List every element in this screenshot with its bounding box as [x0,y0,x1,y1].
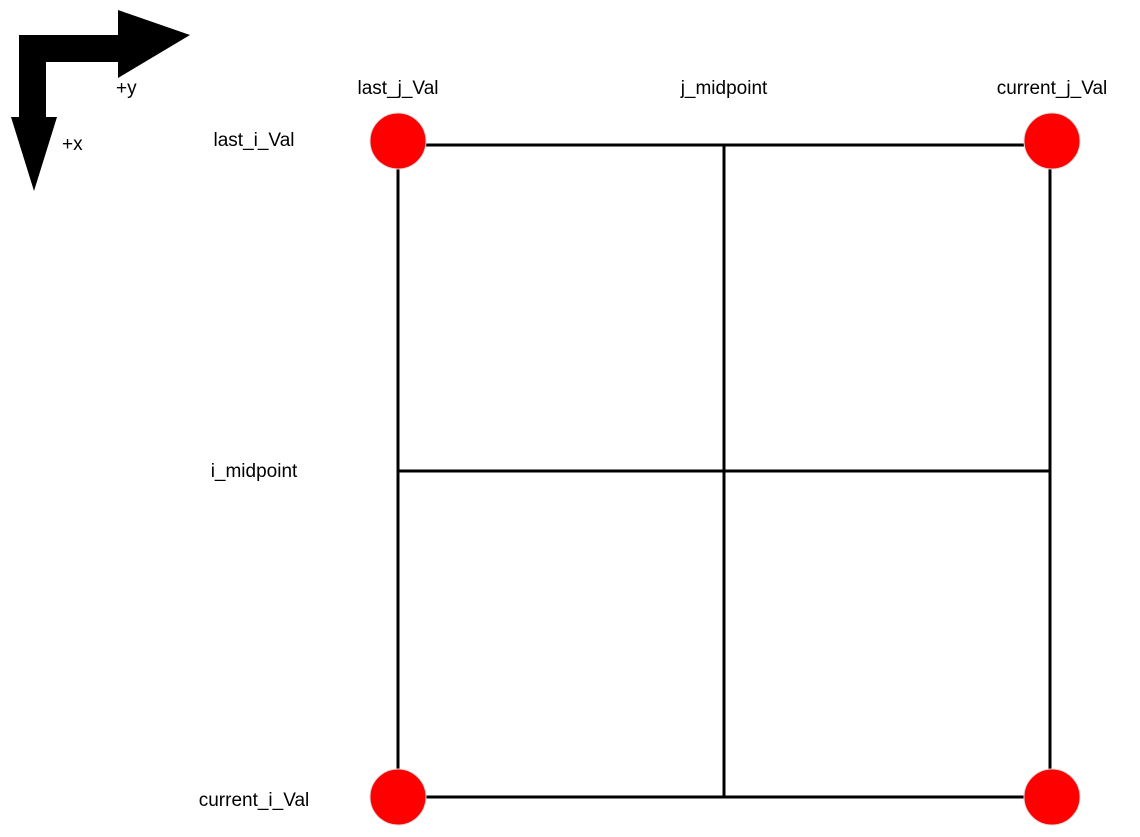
x-axis-label: +x [62,134,83,155]
row-label-current-i: current_i_Val [198,790,310,811]
corner-points [369,112,1081,826]
corner-point-top-left [369,112,427,170]
column-label-last-j: last_j_Val [357,78,439,99]
column-label-current-j: current_j_Val [996,78,1108,99]
corner-point-bottom-right [1023,768,1081,826]
y-axis-arrow [19,10,190,78]
axis-arrows-icon [11,10,190,191]
column-label-j-midpoint: j_midpoint [680,78,768,99]
row-label-i-midpoint: i_midpoint [210,461,298,482]
y-axis-label: +y [116,78,137,99]
grid-lines [396,143,1052,799]
row-label-last-i: last_i_Val [213,130,295,151]
x-axis-arrow [11,35,57,191]
corner-point-top-right [1023,112,1081,170]
corner-point-bottom-left [369,768,427,826]
